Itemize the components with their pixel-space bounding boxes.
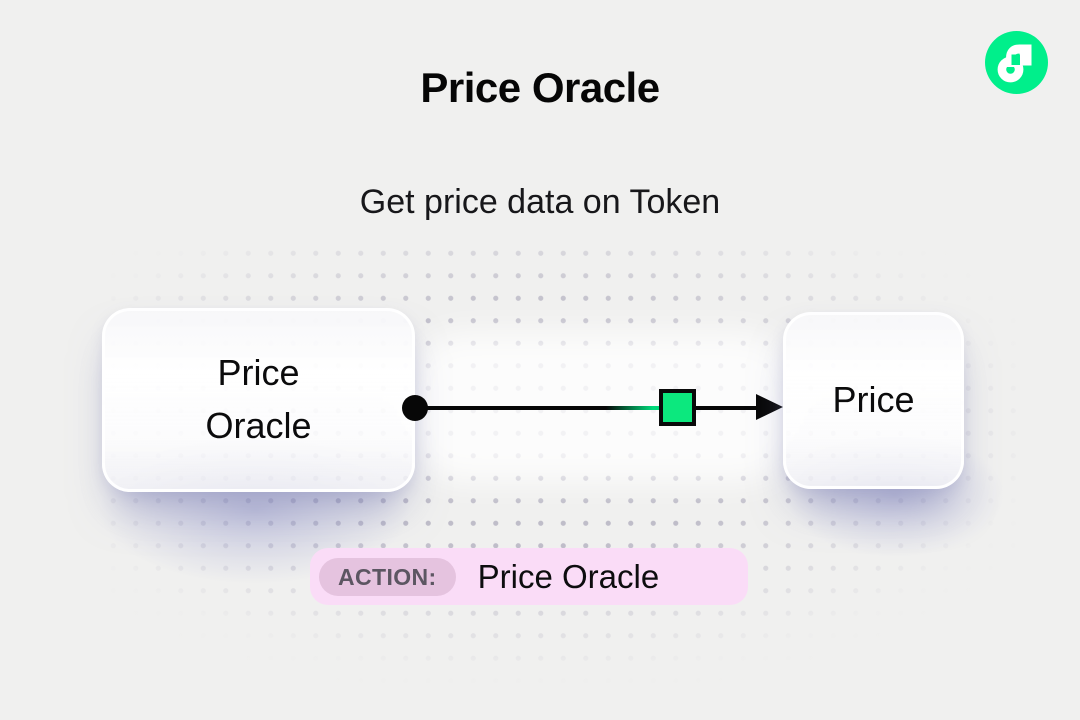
page-subtitle: Get price data on Token <box>359 183 721 221</box>
connector-line-left <box>415 406 660 410</box>
arrowhead-icon <box>756 394 783 420</box>
connector-action-square-icon <box>659 389 696 426</box>
node-price-label: Price <box>832 379 915 421</box>
node-price: Price <box>783 312 964 489</box>
action-bar: ACTION: Price Oracle <box>310 548 748 605</box>
action-name-label: Price Oracle <box>477 557 660 595</box>
flow-logo-icon <box>985 31 1048 94</box>
node-price-oracle: Price Oracle <box>102 308 415 492</box>
action-badge: ACTION: <box>319 557 456 596</box>
connector-line-right <box>696 406 758 410</box>
node-price-oracle-label: Price Oracle <box>205 352 312 446</box>
page-title: Price Oracle <box>420 64 660 111</box>
